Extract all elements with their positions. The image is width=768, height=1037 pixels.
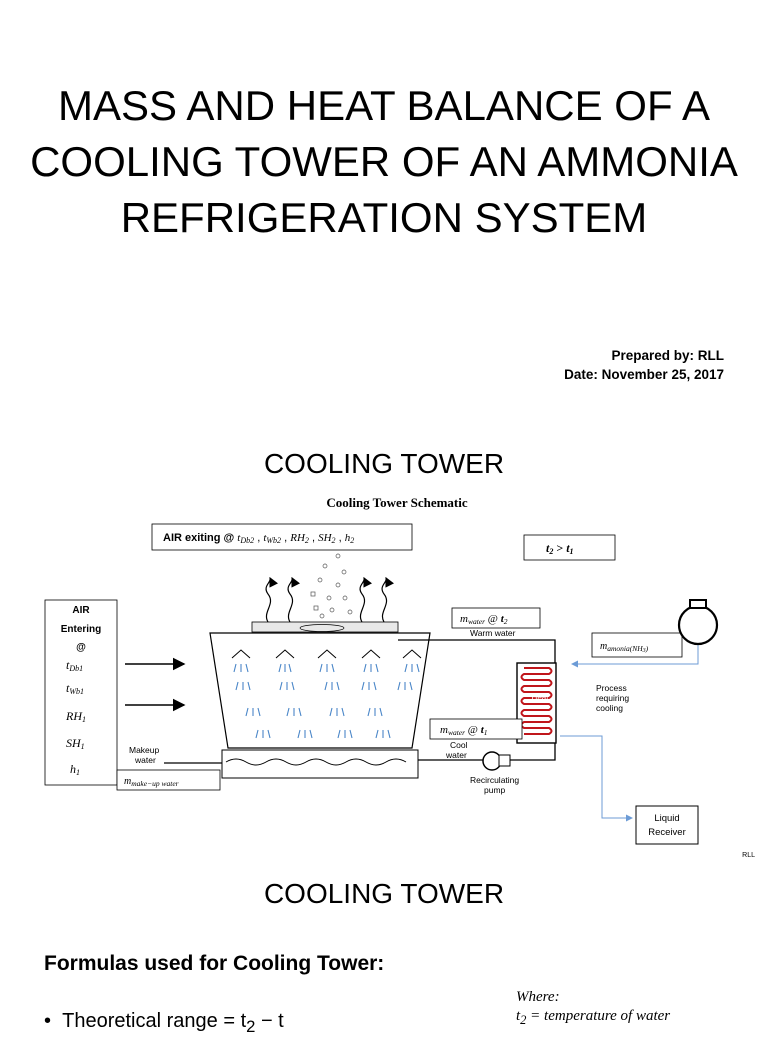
title-slide: MASS AND HEAT BALANCE OF A COOLING TOWER… — [0, 0, 768, 430]
slide-meta: Prepared by: RLL Date: November 25, 2017 — [564, 346, 724, 384]
slide-title: MASS AND HEAT BALANCE OF A COOLING TOWER… — [30, 82, 738, 241]
liquid-receiver-line1: Liquid — [654, 813, 679, 824]
m-ammonia: mamonia(NH3) — [600, 641, 649, 654]
air-entering-line1: AIR — [72, 605, 90, 616]
makeup-label-1: Makeup — [129, 745, 160, 755]
liquid-receiver-box — [635, 805, 699, 845]
fan-icon — [299, 624, 345, 632]
compressor-icon — [677, 599, 719, 646]
process-label-3: cooling — [596, 703, 623, 713]
tower-body — [209, 632, 431, 749]
bullet-dot: • — [44, 1010, 63, 1032]
temp-relation-box — [523, 534, 616, 561]
cooling-tower-schematic: Cooling Tower Schematic AIR exiting @ tD… — [44, 495, 719, 845]
water-spray-drops — [233, 663, 420, 739]
m-makeup-box — [116, 769, 221, 791]
m-water-warm: mwater @ t2 — [460, 613, 508, 626]
ammonia-line-in — [571, 640, 699, 668]
cool-water-label-2: water — [445, 750, 467, 760]
heat-label: Heat — [532, 693, 550, 702]
air-entering-box — [44, 599, 118, 786]
schematic-slide-heading: COOLING TOWER — [263, 448, 505, 479]
vapor-plumes — [265, 576, 395, 623]
air-entering-line3: @ — [76, 642, 86, 653]
m-water-cool-box — [429, 718, 523, 740]
ammonia-line-out — [560, 735, 633, 822]
pump-label-2: pump — [484, 785, 506, 795]
vapor-droplets — [310, 553, 353, 619]
m-water-cool: mwater @ t1 — [440, 724, 488, 737]
temp-relation: t2 > t1 — [546, 541, 574, 556]
water-basin — [221, 749, 419, 779]
date: Date: November 25, 2017 — [564, 367, 724, 382]
m-makeup: mmake−up water — [124, 776, 179, 788]
bullet-mid: − t — [255, 1010, 284, 1032]
fan-deck — [251, 621, 399, 633]
watermark: RLL — [742, 852, 755, 859]
liquid-receiver-line2: Receiver — [648, 827, 686, 838]
makeup-label-2: water — [134, 755, 156, 765]
formulas-slide-heading: COOLING TOWER — [263, 878, 505, 909]
warm-water-pipe — [398, 639, 556, 665]
basin-water-surface — [225, 758, 407, 766]
spray-nozzles — [231, 649, 422, 659]
recirculating-pump-icon — [482, 751, 511, 771]
pump-label-1: Recirculating — [470, 775, 519, 785]
heat-coil — [520, 667, 553, 735]
cool-water-label-1: Cool — [450, 740, 468, 750]
air-prop-rh1: RH1 — [65, 709, 86, 724]
process-label-2: requiring — [596, 693, 629, 703]
where-note: Where: t2 = temperature of water — [516, 988, 670, 1030]
schematic-title: Cooling Tower Schematic — [326, 495, 468, 510]
air-exiting-label: AIR exiting @ tDb2 , tWb2 , RH2 , SH2 , … — [163, 532, 354, 545]
air-exiting-box — [151, 523, 413, 551]
m-ammonia-box — [591, 632, 683, 658]
bullet-text: Theoretical range = t — [62, 1010, 247, 1032]
air-prop-twb1: tWb1 — [66, 681, 84, 696]
cool-water-pipe-out — [510, 743, 556, 761]
where-definition: t2 = temperature of water — [516, 1008, 671, 1027]
air-prop-tdb1: tDb1 — [66, 658, 83, 673]
air-prop-h1: h1 — [70, 762, 80, 777]
process-label-1: Process — [596, 683, 627, 693]
bullet-sub: 2 — [246, 1017, 256, 1036]
formulas-subheading: Formulas used for Cooling Tower: — [44, 952, 385, 975]
prepared-by: Prepared by: RLL — [611, 348, 724, 363]
air-prop-sh1: SH1 — [66, 736, 85, 751]
where-label: Where: — [516, 989, 560, 1005]
m-water-warm-box — [451, 607, 541, 629]
air-entering-line2: Entering — [61, 624, 102, 635]
warm-water-label: Warm water — [470, 628, 516, 638]
